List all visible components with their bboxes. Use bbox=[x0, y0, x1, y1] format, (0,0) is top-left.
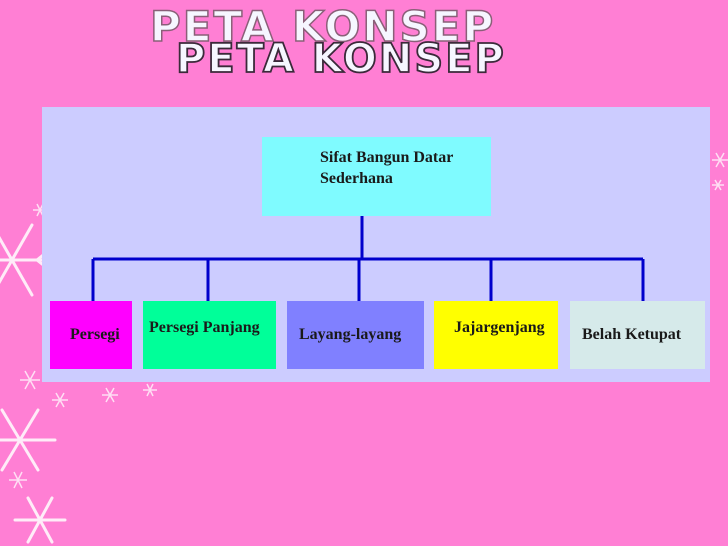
root-node: Sifat Bangun Datar Sederhana bbox=[262, 137, 491, 216]
root-node-line1: Sifat Bangun Datar bbox=[320, 149, 454, 166]
page-title: PETA KONSEP bbox=[175, 35, 506, 83]
child-node-persegi: Persegi bbox=[50, 301, 132, 369]
child-node-persegi-panjang: Persegi Panjang bbox=[143, 301, 276, 369]
root-node-line2: Sederhana bbox=[320, 170, 393, 187]
child-node-jajargenjang: Jajargenjang bbox=[434, 301, 558, 369]
child-node-belah-ketupat: Belah Ketupat bbox=[570, 301, 705, 369]
child-node-layang-layang: Layang-layang bbox=[287, 301, 424, 369]
page-title-shadow: PETA KONSEP bbox=[149, 1, 496, 52]
